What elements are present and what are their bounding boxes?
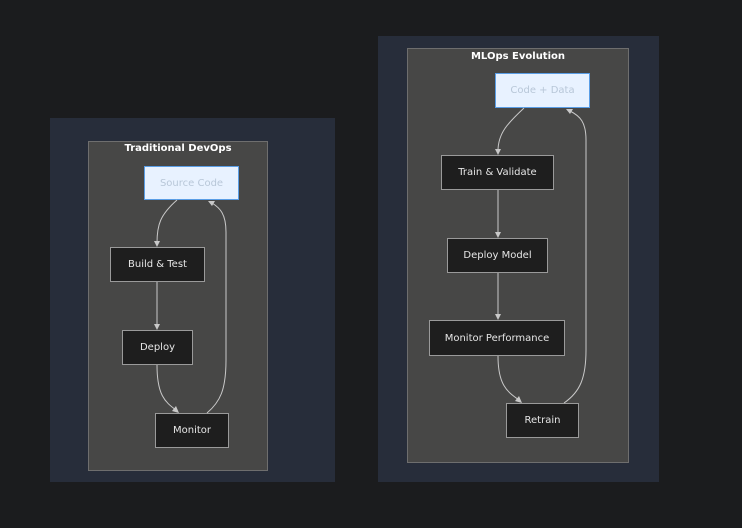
mlops-title: MLOps Evolution [470,51,566,62]
node-deploy[interactable]: Deploy [122,330,193,365]
node-retrain[interactable]: Retrain [506,403,579,438]
node-deploy-model[interactable]: Deploy Model [447,238,548,273]
node-train-validate[interactable]: Train & Validate [441,155,554,190]
node-monitor-performance[interactable]: Monitor Performance [429,320,565,356]
devops-title: Traditional DevOps [124,143,232,154]
node-build-test[interactable]: Build & Test [110,247,205,282]
node-source-code[interactable]: Source Code [144,166,239,200]
node-code-data[interactable]: Code + Data [495,73,590,108]
node-monitor[interactable]: Monitor [155,413,229,448]
